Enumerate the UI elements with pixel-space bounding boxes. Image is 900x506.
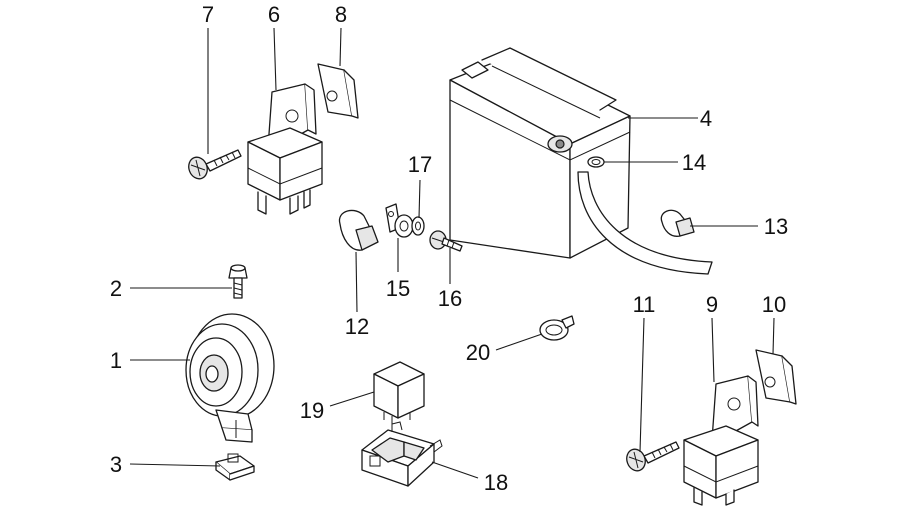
- socket-18: [361, 421, 443, 487]
- bracket-15: [385, 203, 414, 238]
- battery-assembly: [449, 47, 713, 275]
- horn-assembly: [185, 264, 275, 481]
- callout-13: 13: [764, 214, 788, 239]
- callout-labels: 7 6 8 4 14 13 17 15 16 12 2 1 3 19 18 20…: [110, 2, 788, 495]
- washer-17: [411, 216, 425, 236]
- callout-9: 9: [706, 292, 718, 317]
- callout-3: 3: [110, 452, 122, 477]
- callout-18: 18: [484, 470, 508, 495]
- callout-2: 2: [110, 276, 122, 301]
- callout-7: 7: [202, 2, 214, 27]
- clip-8: [317, 63, 359, 119]
- callout-19: 19: [300, 398, 324, 423]
- callout-16: 16: [438, 286, 462, 311]
- nut-3: [215, 453, 255, 481]
- screw-7: [188, 149, 242, 180]
- callout-14: 14: [682, 150, 706, 175]
- callout-17: 17: [408, 152, 432, 177]
- clip-13: [660, 209, 695, 237]
- callout-20: 20: [466, 340, 490, 365]
- relay-assembly-left: [188, 63, 359, 215]
- callout-11: 11: [633, 292, 656, 317]
- callout-8: 8: [335, 2, 347, 27]
- callout-10: 10: [762, 292, 786, 317]
- screw-11: [626, 441, 680, 472]
- battery-side: [569, 115, 631, 259]
- callout-12: 12: [345, 314, 369, 339]
- clip-12: [338, 209, 379, 251]
- callout-1: 1: [110, 348, 122, 373]
- clip-10: [755, 349, 797, 405]
- leader-lines: [129, 27, 775, 479]
- bolt-2: [228, 264, 248, 299]
- callout-6: 6: [268, 2, 280, 27]
- relay-19: [373, 361, 425, 424]
- callout-4: 4: [700, 106, 712, 131]
- hose-clamp-20: [539, 315, 575, 341]
- callout-15: 15: [386, 276, 410, 301]
- screw-16: [429, 230, 463, 252]
- relay-assembly-right: [626, 349, 797, 506]
